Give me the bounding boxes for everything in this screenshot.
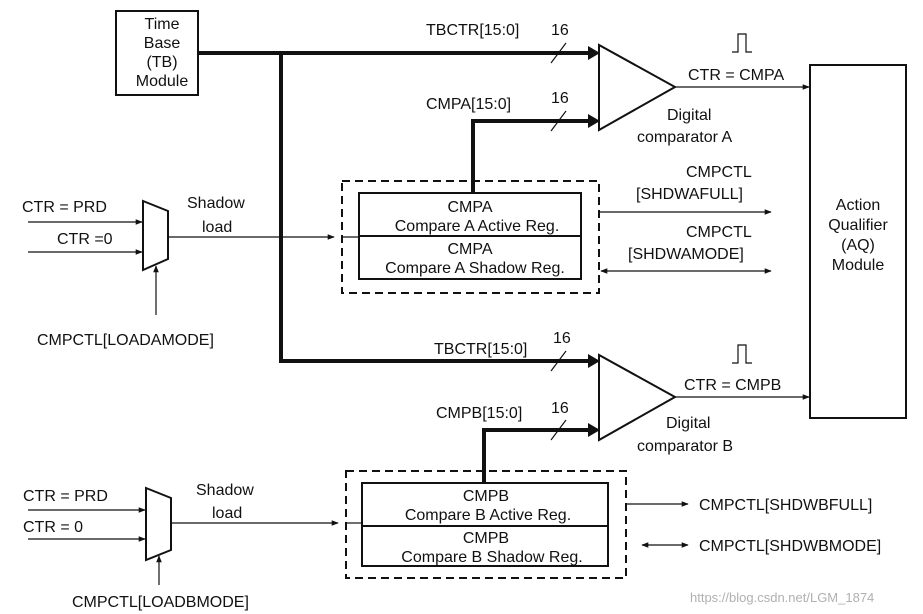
mux-a-input-2-label: CTR =0 bbox=[57, 231, 113, 248]
shadow-load-a-line-2: load bbox=[202, 219, 232, 236]
mux-b-input-1-label: CTR = PRD bbox=[23, 488, 108, 505]
shadow-load-a-line-1: Shadow bbox=[187, 195, 245, 212]
load-a-mode-label: CMPCTL[LOADAMODE] bbox=[37, 332, 214, 349]
tbctr-b-width: 16 bbox=[553, 330, 571, 347]
comparator-a-triangle bbox=[598, 43, 678, 132]
watermark-text: https://blog.csdn.net/LGM_1874 bbox=[690, 590, 874, 605]
pulse-b-icon bbox=[732, 344, 752, 364]
shdwamode-line-1: CMPCTL bbox=[686, 224, 752, 241]
aq-line-3: (AQ) bbox=[841, 237, 875, 254]
tbctr-b-width-slash bbox=[550, 350, 567, 372]
cmpb-active-reg-name: CMPB bbox=[463, 488, 509, 505]
cmpa-width-slash bbox=[550, 110, 567, 132]
cmpa-bus-arrowhead bbox=[588, 114, 600, 128]
action-qualifier-module-box bbox=[809, 64, 907, 419]
ctr-cmpb-event-label: CTR = CMPB bbox=[684, 377, 781, 394]
time-base-line-4: Module bbox=[136, 73, 189, 90]
mux-a-input-1-label: CTR = PRD bbox=[22, 199, 107, 216]
cmpb-bus-arrowhead bbox=[588, 423, 600, 437]
mux-b-input-2-label: CTR = 0 bbox=[23, 519, 83, 536]
mux-a bbox=[142, 199, 169, 272]
tbctr-bus-trunk bbox=[279, 53, 590, 363]
cmpb-register-box bbox=[361, 482, 609, 567]
tbctr-a-label: TBCTR[15:0] bbox=[426, 22, 519, 39]
mux-b bbox=[145, 486, 172, 562]
shadow-load-b-line-1: Shadow bbox=[196, 482, 254, 499]
cmpb-shadow-reg-desc: Compare B Shadow Reg. bbox=[401, 549, 582, 566]
time-base-line-1: Time bbox=[145, 16, 180, 33]
cmpb-width-slash bbox=[550, 419, 567, 441]
comparator-b-line-2: comparator B bbox=[637, 438, 733, 455]
tbctr-b-label: TBCTR[15:0] bbox=[434, 341, 527, 358]
aq-line-2: Qualifier bbox=[828, 217, 888, 234]
comparator-b-triangle bbox=[598, 353, 678, 442]
shdwafull-line-2: [SHDWAFULL] bbox=[636, 186, 743, 203]
time-base-line-2: Base bbox=[144, 35, 181, 52]
aq-line-4: Module bbox=[832, 257, 885, 274]
shdwbmode-label: CMPCTL[SHDWBMODE] bbox=[699, 538, 881, 555]
time-base-module-box bbox=[115, 10, 199, 96]
load-b-mode-label: CMPCTL[LOADBMODE] bbox=[72, 594, 249, 611]
shdwbfull-label: CMPCTL[SHDWBFULL] bbox=[699, 497, 872, 514]
comparator-a-line-2: comparator A bbox=[637, 129, 732, 146]
cmpa-bus bbox=[471, 119, 590, 193]
cmpa-bus-label: CMPA[15:0] bbox=[426, 96, 511, 113]
shdwafull-line-1: CMPCTL bbox=[686, 164, 752, 181]
tbctr-a-width-slash bbox=[550, 42, 567, 64]
tbctr-a-width: 16 bbox=[551, 22, 569, 39]
cmpb-bus-width: 16 bbox=[551, 400, 569, 417]
cmpb-bus bbox=[482, 428, 590, 483]
pulse-a-icon bbox=[732, 33, 752, 53]
comparator-a-line-1: Digital bbox=[667, 107, 711, 124]
cmpa-shadow-reg-desc: Compare A Shadow Reg. bbox=[385, 260, 565, 277]
time-base-line-3: (TB) bbox=[146, 54, 177, 71]
ctr-cmpa-event-label: CTR = CMPA bbox=[688, 67, 784, 84]
cmpb-shadow-reg-name: CMPB bbox=[463, 530, 509, 547]
cmpa-shadow-reg-name: CMPA bbox=[447, 241, 492, 258]
cmpb-active-reg-desc: Compare B Active Reg. bbox=[405, 507, 571, 524]
aq-line-1: Action bbox=[836, 197, 880, 214]
cmpb-bus-label: CMPB[15:0] bbox=[436, 405, 522, 422]
cmpa-bus-width: 16 bbox=[551, 90, 569, 107]
cmpb-dashed-group bbox=[345, 470, 627, 579]
shdwamode-line-2: [SHDWAMODE] bbox=[628, 246, 744, 263]
comparator-b-line-1: Digital bbox=[666, 415, 710, 432]
tbctr-bus-b-arrowhead bbox=[588, 354, 600, 368]
cmpa-active-reg-name: CMPA bbox=[447, 199, 492, 216]
shadow-load-b-line-2: load bbox=[212, 505, 242, 522]
cmpa-active-reg-desc: Compare A Active Reg. bbox=[395, 218, 560, 235]
tbctr-bus-a-arrowhead bbox=[588, 46, 600, 60]
